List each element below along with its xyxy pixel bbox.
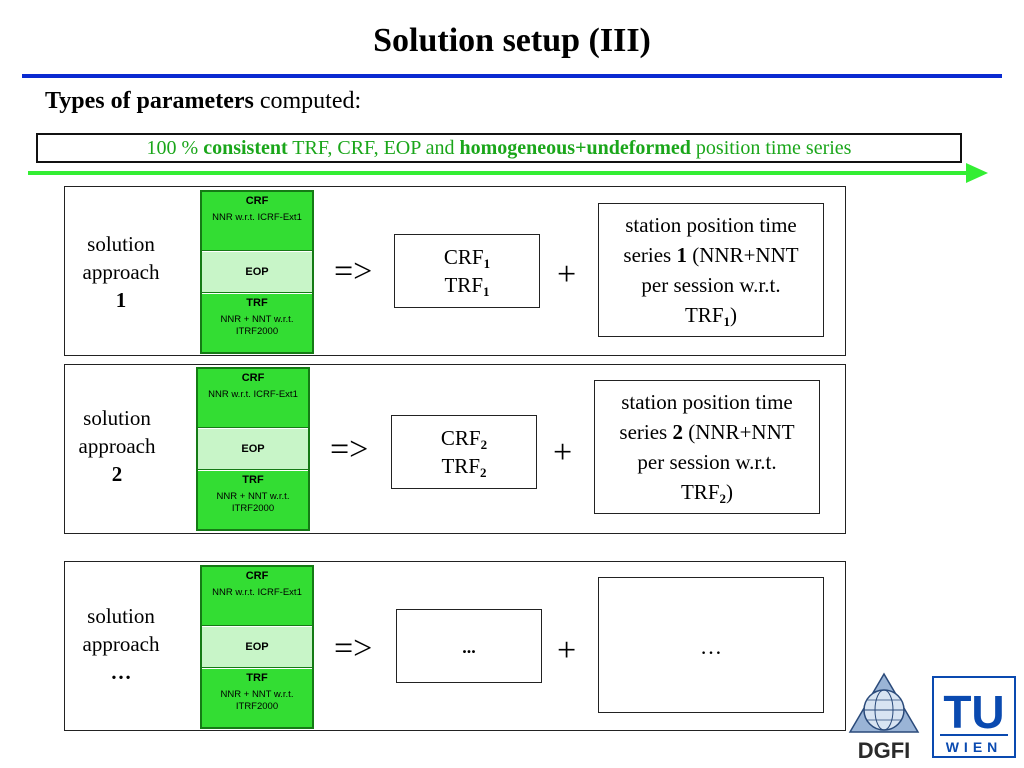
frame-box-1: CRF1 TRF1 <box>394 234 540 308</box>
eop-segment: EOP <box>202 252 312 293</box>
green-arrow-head-icon <box>966 163 988 183</box>
crf-subtitle: NNR w.r.t. ICRF-Ext1 <box>208 389 298 400</box>
trf-subtitle: NNR + NNT w.r.t. ITRF2000 <box>220 314 294 337</box>
banner-bold-2: homogeneous+undeformed <box>459 137 691 159</box>
dgfi-logo-text: DGFI <box>858 738 911 762</box>
tu-logo-text: TU <box>943 686 1004 738</box>
parameter-stack-3: CRF NNR w.r.t. ICRF-Ext1 EOP TRF NNR + NNT… <box>200 565 314 729</box>
banner-text-3: position time series <box>690 137 852 159</box>
time-series-box-2: station position time series 2 (NNR+NNT … <box>594 380 820 514</box>
green-arrow-shaft <box>28 171 970 175</box>
time-series-box-3: … <box>598 577 824 713</box>
dgfi-logo: DGFI <box>848 672 920 763</box>
title-divider <box>22 74 1002 78</box>
section-heading-rest: computed: <box>253 88 362 114</box>
wien-logo-text: WIEN <box>946 739 1003 755</box>
ts-line: per session w.r.t. <box>637 450 777 474</box>
approach-number: … <box>110 660 132 684</box>
frame-box-2: CRF2 TRF2 <box>391 415 537 489</box>
banner-bold-1: consistent <box>203 137 288 159</box>
dgfi-globe-icon: DGFI <box>848 672 920 763</box>
approach-label-line: approach <box>78 434 156 458</box>
eop-segment: EOP <box>198 429 308 470</box>
approach-number: 1 <box>115 288 127 312</box>
approach-label-line: solution <box>83 406 151 430</box>
implies-symbol: => <box>330 431 369 468</box>
banner-text-2: TRF, CRF, EOP and <box>287 137 460 159</box>
parameter-stack-2: CRF NNR w.r.t. ICRF-Ext1 EOP TRF NNR + NNT… <box>196 367 310 531</box>
approach-label-2: solution approach 2 <box>62 404 172 488</box>
trf-segment: TRF NNR + NNT w.r.t. ITRF2000 <box>202 669 312 727</box>
approach-label-1: solution approach 1 <box>66 230 176 314</box>
page-title: Solution setup (III) <box>373 22 651 59</box>
crf-title: CRF <box>245 195 269 207</box>
time-series-box-1: station position time series 1 (NNR+NNT … <box>598 203 824 337</box>
crf-title: CRF <box>245 570 269 582</box>
crf-result: CRF2 <box>440 426 488 452</box>
approach-label-line: solution <box>87 232 155 256</box>
section-heading-bold: Types of parameters <box>45 88 254 114</box>
implies-symbol: => <box>334 630 373 667</box>
approach-label-line: approach <box>82 260 160 284</box>
ts-line: series 2 (NNR+NNT <box>619 420 795 444</box>
trf-result: TRF1 <box>444 273 490 299</box>
plus-symbol: + <box>553 434 573 471</box>
trf-segment: TRF NNR + NNT w.r.t. ITRF2000 <box>198 471 308 529</box>
ts-line: TRF2) <box>680 480 733 506</box>
parameter-stack-1: CRF NNR w.r.t. ICRF-Ext1 EOP TRF NNR + NNT… <box>200 190 314 354</box>
approach-number: 2 <box>111 462 123 486</box>
tu-wien-logo: TU WIEN <box>932 676 1016 758</box>
approach-label-line: solution <box>87 604 155 628</box>
approach-label-line: approach <box>82 632 160 656</box>
trf-subtitle: NNR + NNT w.r.t. ITRF2000 <box>220 689 294 712</box>
plus-symbol: + <box>557 632 577 669</box>
trf-result: TRF2 <box>441 454 487 480</box>
implies-symbol: => <box>334 253 373 290</box>
banner-text-1: 100 % <box>146 137 204 159</box>
frame-box-3: ... <box>396 609 542 683</box>
plus-symbol: + <box>557 256 577 293</box>
trf-subtitle: NNR + NNT w.r.t. ITRF2000 <box>216 491 290 514</box>
ts-line: station position time <box>621 390 793 414</box>
crf-segment: CRF NNR w.r.t. ICRF-Ext1 <box>202 192 312 251</box>
trf-title: TRF <box>246 672 268 684</box>
crf-segment: CRF NNR w.r.t. ICRF-Ext1 <box>202 567 312 626</box>
consistency-banner: 100 % consistent TRF, CRF, EOP and homog… <box>36 133 962 163</box>
crf-subtitle: NNR w.r.t. ICRF-Ext1 <box>212 212 302 223</box>
ts-line: per session w.r.t. <box>641 273 781 297</box>
crf-subtitle: NNR w.r.t. ICRF-Ext1 <box>212 587 302 598</box>
trf-segment: TRF NNR + NNT w.r.t. ITRF2000 <box>202 294 312 352</box>
ts-line: station position time <box>625 213 797 237</box>
crf-segment: CRF NNR w.r.t. ICRF-Ext1 <box>198 369 308 428</box>
approach-label-3: solution approach … <box>66 602 176 686</box>
eop-segment: EOP <box>202 627 312 668</box>
section-heading: Types of parameters computed: <box>45 88 361 115</box>
crf-result: CRF1 <box>443 245 491 271</box>
ts-line: TRF1) <box>684 303 737 329</box>
trf-title: TRF <box>242 474 264 486</box>
trf-title: TRF <box>246 297 268 309</box>
ts-line: series 1 (NNR+NNT <box>623 243 799 267</box>
crf-title: CRF <box>241 372 265 384</box>
